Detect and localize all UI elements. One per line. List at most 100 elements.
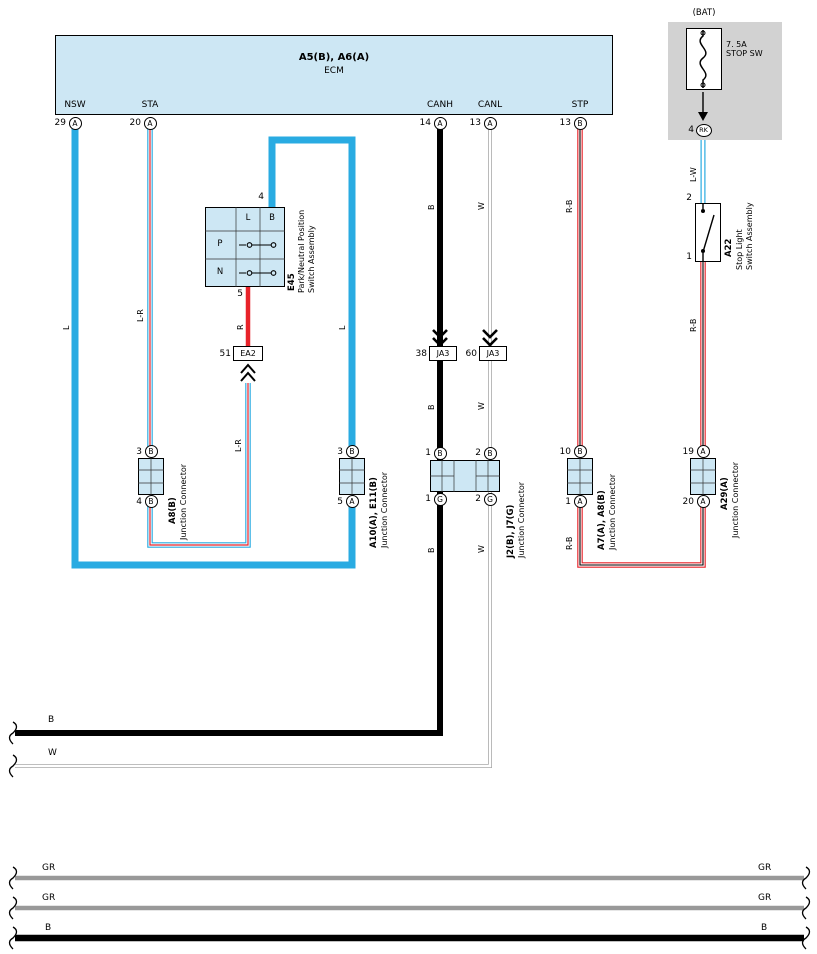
junction-j2-tl-term: B	[433, 446, 447, 460]
junction-a8-box	[138, 458, 164, 495]
junction-j2-bl-term: G	[433, 492, 447, 506]
e45-cell-p: P	[217, 239, 223, 249]
ja3-right-num: 60	[465, 349, 477, 359]
e45-cell-l: L	[245, 213, 251, 223]
junction-j2-box	[430, 460, 500, 492]
wire-label-ea2-lr: L-R	[234, 439, 243, 452]
wire-label-gr2-right: GR	[758, 893, 772, 903]
ecm-title: A5(B), A6(A)	[298, 52, 370, 63]
ecm-pin-label-stp: STP	[571, 100, 589, 110]
junction-a29-box	[690, 458, 716, 495]
junction-a29-name: Junction Connector	[731, 461, 740, 538]
wire-label-gr2-left: GR	[42, 893, 56, 903]
junction-a7-box	[567, 458, 593, 495]
junction-a29-code: A29(A)	[720, 477, 730, 510]
wire-label-canl-1: W	[477, 202, 486, 210]
junction-a10-code: A10(A), E11(B)	[369, 477, 379, 548]
junction-a10-top-term: B	[345, 445, 359, 458]
fuse-rating: 7. 5A STOP SW	[726, 40, 763, 58]
junction-j2-tr-num: 2	[475, 448, 481, 458]
junction-j2-br-term: G	[483, 492, 497, 506]
wire-label-b-right: B	[761, 923, 768, 933]
wire-label-canl-2: W	[477, 402, 486, 410]
junction-a7-top-num: 10	[559, 446, 571, 457]
junction-a7-bottom-term: A	[573, 495, 587, 508]
e45-name-line2: Switch Assembly	[306, 225, 316, 293]
ecm-pin-label-canh: CANH	[427, 100, 453, 110]
ecm-pin-term-sta: A	[143, 116, 157, 130]
junction-a7-name: Junction Connector	[608, 473, 617, 550]
ja3-left-label: JA3	[436, 349, 450, 358]
ea2-arrow-icon	[240, 363, 256, 382]
e45-name-line1: Park/Neutral Position	[297, 209, 306, 293]
ecm-pin-num-canl: 13	[469, 118, 481, 128]
junction-a7-bottom-num: 1	[565, 496, 571, 507]
ecm-pin-num-canh: 14	[419, 118, 431, 128]
junction-a29-bottom-term: A	[696, 495, 710, 508]
a22-switch-box	[695, 203, 721, 262]
ja3-arrow-icons	[432, 329, 498, 347]
ecm-pin-label-canl: CANL	[477, 100, 503, 110]
ecm-pin-term-stp: B	[573, 116, 587, 130]
battery-label: (BAT)	[692, 8, 716, 18]
fuse-name: STOP SW	[726, 49, 763, 58]
wire-label-b-left: B	[45, 923, 52, 933]
e45-pin-top-num: 4	[258, 192, 264, 202]
e45-name: Park/Neutral Position Switch Assembly	[297, 210, 316, 293]
fuse-pin-num: 4	[688, 125, 694, 135]
junction-j2-code: J2(B), J7(G)	[506, 504, 516, 558]
wire-continuation-marks	[8, 721, 811, 950]
wire-label-stp-2: R-B	[565, 536, 574, 550]
ecm-pin-label-sta: STA	[141, 100, 159, 110]
fuse-box	[686, 28, 722, 90]
junction-a8-bottom-term: B	[144, 495, 158, 508]
junction-j2-bl-num: 1	[425, 494, 431, 504]
a22-name-line2: Switch Assembly	[744, 202, 754, 270]
junction-a8-top-term: B	[144, 445, 158, 458]
wire-label-canh-1: B	[427, 204, 436, 211]
wire-nsw-l	[71, 129, 356, 569]
wire-label-e45-r: R	[236, 324, 245, 330]
e45-cell-n: N	[216, 267, 224, 277]
ecm-subtitle: ECM	[324, 66, 344, 76]
wire-label-a22-rb: R-B	[689, 318, 698, 332]
ecm-pin-term-canh: A	[433, 116, 447, 130]
wire-label-canl-3: W	[477, 545, 486, 553]
a22-pin-top-num: 2	[686, 193, 692, 203]
wire-sta-lr	[147, 129, 251, 548]
wire-label-canl-h: W	[48, 748, 57, 758]
wire-label-canh-2: B	[427, 404, 436, 411]
fuse-pin-term: RK	[695, 123, 712, 137]
ea2-label: EA2	[240, 349, 256, 358]
ecm-box	[55, 35, 613, 115]
ja3-left-num: 38	[415, 349, 427, 359]
e45-pin-bottom-num: 5	[237, 289, 243, 299]
junction-a10-name: Junction Connector	[380, 471, 389, 548]
ecm-pin-num-nsw: 29	[54, 118, 66, 128]
junction-a10-top-num: 3	[337, 446, 343, 457]
junction-a8-code: A8(B)	[168, 497, 178, 524]
junction-a29-bottom-num: 20	[682, 496, 694, 507]
junction-j2-tr-term: B	[483, 446, 497, 460]
a22-name-line1: Stop Light	[735, 229, 744, 270]
wire-label-gr1-right: GR	[758, 863, 772, 873]
ecm-pin-num-sta: 20	[129, 118, 141, 128]
junction-a10-bottom-num: 5	[337, 496, 343, 507]
a22-pin-bottom-num: 1	[686, 252, 692, 262]
junction-a10-box	[339, 458, 365, 495]
junction-a29-top-term: A	[696, 445, 710, 458]
junction-a7-top-term: B	[573, 445, 587, 458]
a22-code: A22	[724, 238, 734, 257]
junction-j2-br-num: 2	[475, 494, 481, 504]
wire-label-e45-l: L	[338, 325, 347, 330]
wire-e45-l	[268, 136, 356, 452]
junction-j2-name: Junction Connector	[517, 481, 526, 558]
junction-a29-top-num: 19	[682, 446, 694, 457]
ecm-pin-term-canl: A	[483, 116, 497, 130]
wire-label-sta-lr: L-R	[136, 309, 145, 322]
junction-j2-tl-num: 1	[425, 448, 431, 458]
ecm-pin-num-stp: 13	[559, 118, 571, 128]
wire-label-gr1-left: GR	[42, 863, 56, 873]
junction-a10-bottom-term: A	[345, 495, 359, 508]
